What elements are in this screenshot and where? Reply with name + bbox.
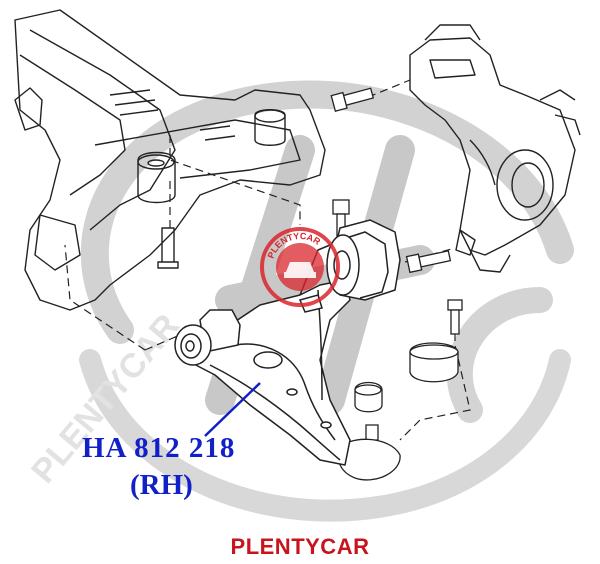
subframe-bushing-top [254,109,286,123]
knuckle-flange [455,229,476,256]
control-arm-cutout [253,351,283,369]
subframe-detail [34,214,81,271]
dashed-line-bottom [144,334,181,351]
knuckle-arm [469,249,511,273]
knuckle-hub [496,149,554,221]
brand-caption: PLENTYCAR [230,534,370,559]
watermark-swoosh [80,80,574,344]
bolt-right-head [405,253,423,274]
bolt-top-right [330,87,375,112]
bolt-right [405,250,452,274]
ball-joint-parts [337,342,459,481]
subframe-detail-2 [14,87,43,131]
knuckle-detail [469,89,581,186]
dashed-line-upper [169,135,301,225]
bolts [330,87,463,335]
brand-stamp-ring [260,227,340,307]
ball-joint-stud [365,424,379,441]
assembly-dashed-lines [64,79,471,441]
ball-joint-boot-top [409,344,459,360]
subframe-crossmember [94,119,301,179]
part-number-label: HA 812 218 [82,432,236,464]
watermark-arc-bottom [79,349,571,522]
subframe-mount-boss [137,151,176,204]
subframe-hatch-1 [109,89,159,116]
control-arm-hole [286,388,298,396]
dashed-line-ball-joint [399,320,471,441]
subframe [14,9,326,311]
side-label: (RH) [130,469,193,501]
bolt-top-right-head [330,91,348,112]
bolt-ball-joint-shank [450,309,460,335]
dashed-line-left [64,244,146,351]
subframe-rail-inner [19,54,126,196]
control-arm-edge [209,364,341,461]
control-arm-hole-2 [320,421,332,429]
front-bushing [174,309,241,366]
leader-line [204,382,261,437]
dashed-line-knuckle [355,79,411,103]
ball-joint-collar-top [354,384,382,396]
steering-knuckle [409,24,581,273]
subframe-hatch-2 [199,125,236,141]
brand-stamp-car-icon [284,262,316,278]
watermark-letter-c [446,287,553,423]
bolt-ball-joint [447,299,463,335]
subframe-mount-hole [147,159,165,167]
knuckle-hub-inner [511,162,545,208]
subframe-bolt-lower [157,227,179,269]
knuckle-outline [409,37,576,256]
front-bushing-pin [185,340,195,352]
subframe-outline [14,9,326,311]
control-arm-body [179,279,351,466]
bolt-ball-joint-head [447,299,463,311]
subframe-bushing [254,109,286,146]
bolt-rear-bushing-head [332,199,350,215]
subframe-rail [29,29,176,231]
knuckle-strut-mount [424,24,481,79]
ball-joint-body [337,438,401,481]
control-arm-rib [234,343,336,441]
dashed-line-right-bolt [404,247,456,263]
